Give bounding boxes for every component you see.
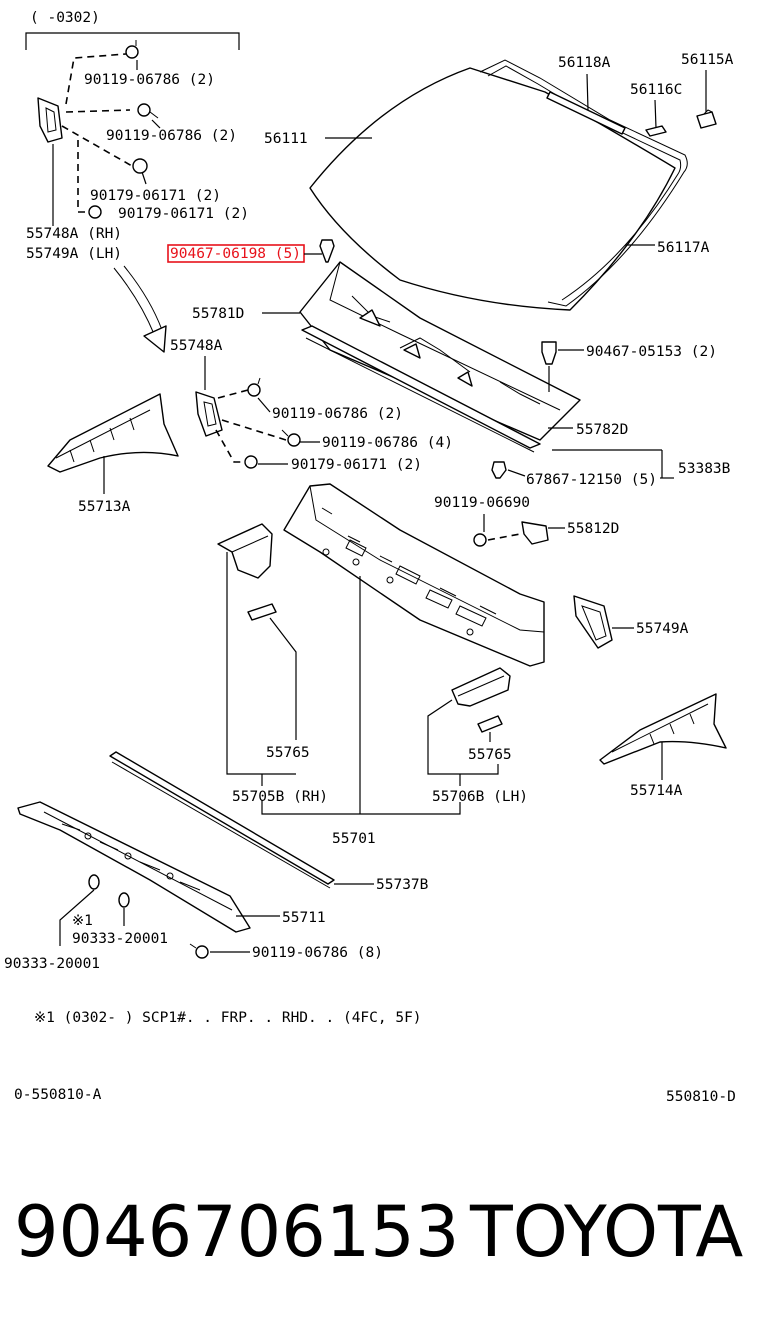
label-55711: 55711 (282, 910, 326, 926)
bolt-icon (189, 943, 209, 959)
bolt-icon (137, 103, 159, 119)
label-90467-06198[interactable]: 90467-06198 (5) (170, 246, 301, 262)
clip-icon (319, 239, 335, 263)
clip-icon (541, 341, 557, 365)
side-panel-55713A[interactable] (47, 393, 179, 473)
bracket-55748A[interactable] (195, 391, 223, 437)
molding-strip[interactable] (546, 91, 626, 135)
label-55812D: 55812D (567, 521, 619, 537)
windshield-glass[interactable] (309, 67, 676, 311)
plate-55765-a[interactable] (247, 603, 277, 621)
bolt-icon (473, 533, 487, 547)
label-55781D: 55781D (192, 306, 244, 322)
spacer-pad[interactable] (645, 125, 667, 137)
nut-icon (132, 158, 148, 174)
label-90119-06786-a: 90119-06786 (2) (84, 72, 215, 88)
label-90119-06786-8: 90119-06786 (8) (252, 945, 383, 961)
label-55748A-RH: 55748A (RH) (26, 226, 122, 242)
label-56117A: 56117A (657, 240, 710, 256)
bracket-55705B[interactable] (217, 523, 273, 579)
label-55701: 55701 (332, 831, 376, 847)
bracket-55748A-detail[interactable] (37, 97, 63, 143)
label-55749A: 55749A (636, 621, 689, 637)
nut-icon (88, 205, 102, 219)
seal-strip-55737B[interactable] (109, 751, 335, 889)
part-number: 9046706153 (14, 1191, 459, 1273)
label-90467-05153: 90467-05153 (2) (586, 344, 717, 360)
label-67867-12150: 67867-12150 (5) (526, 472, 657, 488)
label-90119-06786-b: 90119-06786 (2) (106, 128, 237, 144)
label-90179-06171-c: 90179-06171 (2) (291, 457, 422, 473)
cowl-louver[interactable] (299, 261, 581, 441)
label-90179-06171-b: 90179-06171 (2) (118, 206, 249, 222)
header-range: ( -0302) (30, 10, 100, 26)
label-55765-a: 55765 (266, 745, 310, 761)
label-53383B: 53383B (678, 461, 731, 477)
label-56116C: 56116C (630, 82, 682, 98)
label-55749A-LH: 55749A (LH) (26, 246, 122, 262)
header-bracket (25, 32, 240, 50)
label-56115A: 56115A (681, 52, 734, 68)
lower-panel-55711[interactable] (17, 801, 251, 933)
molding-clip[interactable] (696, 109, 717, 129)
label-55765-b: 55765 (468, 747, 512, 763)
grommet-icon (88, 874, 100, 890)
bracket-55749A[interactable] (573, 595, 613, 649)
label-mark-1: ※1 (72, 913, 93, 929)
label-90179-06171-a: 90179-06171 (2) (90, 188, 221, 204)
cowl-panel[interactable] (283, 483, 545, 667)
label-90119-06690: 90119-06690 (434, 495, 530, 511)
cowl-seal[interactable] (301, 325, 541, 453)
label-55737B: 55737B (376, 877, 429, 893)
nut-icon (244, 455, 258, 469)
footer-left-code: 0-550810-A (14, 1087, 102, 1103)
bolt-icon (247, 377, 261, 397)
footer-right-code: 550810-D (666, 1089, 736, 1105)
label-55714A: 55714A (630, 783, 683, 799)
label-55706B: 55706B (LH) (432, 789, 528, 805)
bolt-icon (125, 40, 139, 59)
label-90119-06786-4: 90119-06786 (4) (322, 435, 453, 451)
label-55713A: 55713A (78, 499, 131, 515)
label-90119-06786-c: 90119-06786 (2) (272, 406, 403, 422)
windshield-molding[interactable] (479, 59, 688, 307)
bracket-55706B[interactable] (451, 667, 511, 707)
grommet-icon (118, 892, 130, 908)
label-55705B: 55705B (RH) (232, 789, 328, 805)
clip-icon (491, 461, 507, 479)
plate-55765-b[interactable] (477, 715, 503, 733)
bolt-icon (281, 429, 301, 447)
label-55782D: 55782D (576, 422, 628, 438)
label-90333-20001-a: 90333-20001 (72, 931, 168, 947)
label-55748A: 55748A (170, 338, 223, 354)
bracket-55812D[interactable] (521, 521, 549, 545)
brand-name: TOYOTA (469, 1191, 743, 1273)
detail-arrow (113, 265, 167, 353)
label-56118A: 56118A (558, 55, 611, 71)
label-56111: 56111 (264, 131, 308, 147)
applicability-note: ※1 (0302- ) SCP1#. . FRP. . RHD. . (4FC,… (34, 1010, 422, 1026)
label-90333-20001-b: 90333-20001 (4, 956, 100, 972)
side-panel-55714A[interactable] (599, 693, 727, 765)
